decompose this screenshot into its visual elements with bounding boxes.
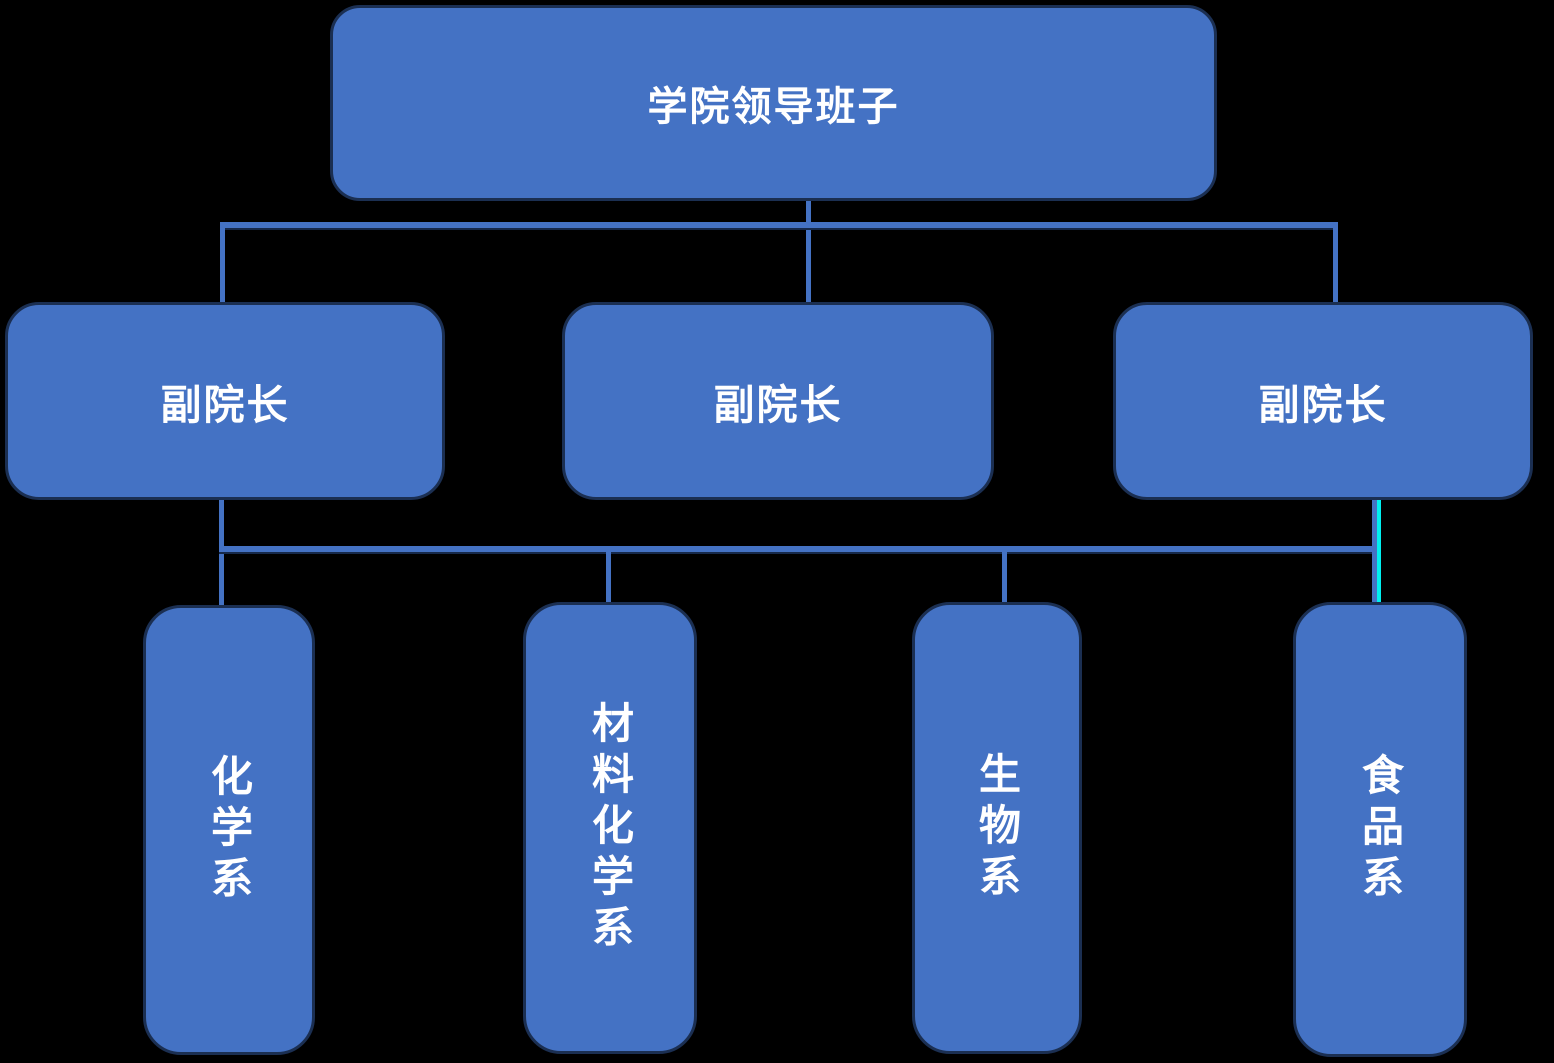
- connector-dept-materials-up: [606, 552, 611, 602]
- connector-vice-left-up: [220, 228, 225, 302]
- node-dept-food[interactable]: 食品系: [1293, 602, 1467, 1057]
- node-dept-biology[interactable]: 生物系: [912, 602, 1082, 1054]
- connector-vice-right-down: [1372, 500, 1377, 602]
- connector-vice-left-down: [219, 500, 224, 605]
- node-dept-chemistry[interactable]: 化学系: [143, 605, 315, 1055]
- node-college-leadership[interactable]: 学院领导班子: [330, 5, 1217, 201]
- node-vice-dean-right[interactable]: 副院长: [1113, 302, 1533, 500]
- node-dept-materials-chemistry[interactable]: 材料化学系: [523, 602, 697, 1054]
- connector-root-down: [806, 200, 811, 302]
- connector-top-bus: [220, 222, 1338, 228]
- node-vice-dean-center[interactable]: 副院长: [562, 302, 994, 500]
- connector-bottom-bus: [219, 546, 1379, 552]
- connector-vice-right-down-highlight: [1377, 500, 1381, 602]
- node-vice-dean-left[interactable]: 副院长: [5, 302, 445, 500]
- connector-vice-right-up: [1333, 228, 1338, 302]
- connector-dept-biology-up: [1002, 552, 1007, 602]
